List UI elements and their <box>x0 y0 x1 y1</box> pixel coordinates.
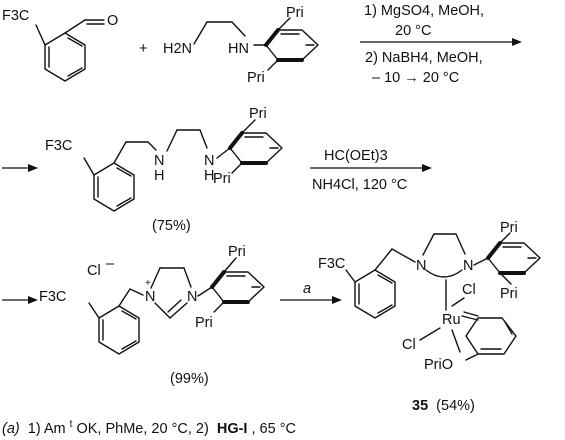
diamine-product: F3C N H N H Pri Pri <box>45 106 283 212</box>
reagent-footnote-label: a <box>303 281 311 297</box>
ipr-bottom-label: Pri <box>195 315 213 331</box>
counterion-charge: – <box>106 256 115 272</box>
yield-99: (99%) <box>170 371 209 387</box>
n1-label: N <box>416 258 426 274</box>
step2-condition-below: NH4Cl, 120 °C <box>312 177 407 193</box>
step1-condition-line1: 1) MgSO4, MeOH, <box>364 3 484 19</box>
n1-label: N <box>154 153 164 169</box>
leading-arrow-2 <box>2 164 38 172</box>
yield-54: (54%) <box>436 398 475 414</box>
reaction-arrow-2: HC(OEt)3 NH4Cl, 120 °C <box>310 148 432 193</box>
cf3-label: F3C <box>2 8 29 24</box>
reaction-arrow-1: 1) MgSO4, MeOH, 20 °C 2) NaBH4, MeOH, – … <box>360 3 522 86</box>
ipr-bottom-label: Pri <box>213 171 231 187</box>
footnote-text3: , 65 °C <box>251 421 295 437</box>
nh-label: HN <box>228 41 249 57</box>
reactant-diamine-aryl: H2N HN Pri Pri <box>163 5 319 86</box>
yield-75: (75%) <box>152 218 191 234</box>
ruthenium-complex-35: F3C N N Cl Ru Cl PriO Pri <box>318 220 541 373</box>
imidazolinium-salt: Cl – F3C N + N Pri Pri <box>39 244 265 355</box>
n-plus-label: N <box>145 289 155 305</box>
amine-label: H2N <box>163 41 192 57</box>
step1-condition-line3: 2) NaBH4, MeOH, <box>365 50 483 66</box>
step1-condition-line4: – 10 → 20 °C <box>372 70 459 86</box>
ipr-top-label: Pri <box>249 106 267 122</box>
cf3-label: F3C <box>318 256 345 272</box>
step2-condition-above: HC(OEt)3 <box>324 148 388 164</box>
carbonyl-oxygen: O <box>107 13 118 29</box>
ipr-top-label: Pri <box>500 220 518 236</box>
ether-label: PriO <box>424 357 453 373</box>
ipr-bottom-label: Pri <box>500 286 518 302</box>
h1-label: H <box>154 168 164 184</box>
h2-label: H <box>204 168 214 184</box>
footnote-sup-t: t <box>70 419 73 430</box>
cf3-label: F3C <box>45 138 72 154</box>
ipr-top-label: Pri <box>286 5 304 21</box>
reaction-arrow-3: a <box>280 281 342 304</box>
step1-condition-line2: 20 °C <box>395 23 431 39</box>
n-plus-charge: + <box>145 278 151 289</box>
footnote-text1: 1) Am <box>28 421 66 437</box>
compound-label: 35 (54%) <box>412 398 475 414</box>
compound-number: 35 <box>412 398 428 414</box>
plus-sign: + <box>139 41 147 57</box>
cl-top-label: Cl <box>462 282 476 298</box>
footnote-label: (a) <box>2 421 20 437</box>
ipr-bottom-label: Pri <box>247 70 265 86</box>
ipr-top-label: Pri <box>228 244 246 260</box>
n2-label: N <box>204 153 214 169</box>
leading-arrow-3 <box>2 296 38 304</box>
n2-label: N <box>463 258 473 274</box>
footnote-text2: OK, PhMe, 20 °C, 2) <box>76 421 208 437</box>
n2-label: N <box>187 289 197 305</box>
footnote: (a) 1) Am t OK, PhMe, 20 °C, 2) HG-I , 6… <box>2 415 296 437</box>
cl-left-label: Cl <box>402 337 416 353</box>
reactant-trifluoromethylbenzaldehyde: F3C O <box>2 8 118 82</box>
ruthenium-label: Ru <box>442 312 461 328</box>
footnote-bold-hg1: HG-I <box>217 421 248 437</box>
counterion-label: Cl <box>87 263 101 279</box>
cf3-label: F3C <box>39 289 66 305</box>
